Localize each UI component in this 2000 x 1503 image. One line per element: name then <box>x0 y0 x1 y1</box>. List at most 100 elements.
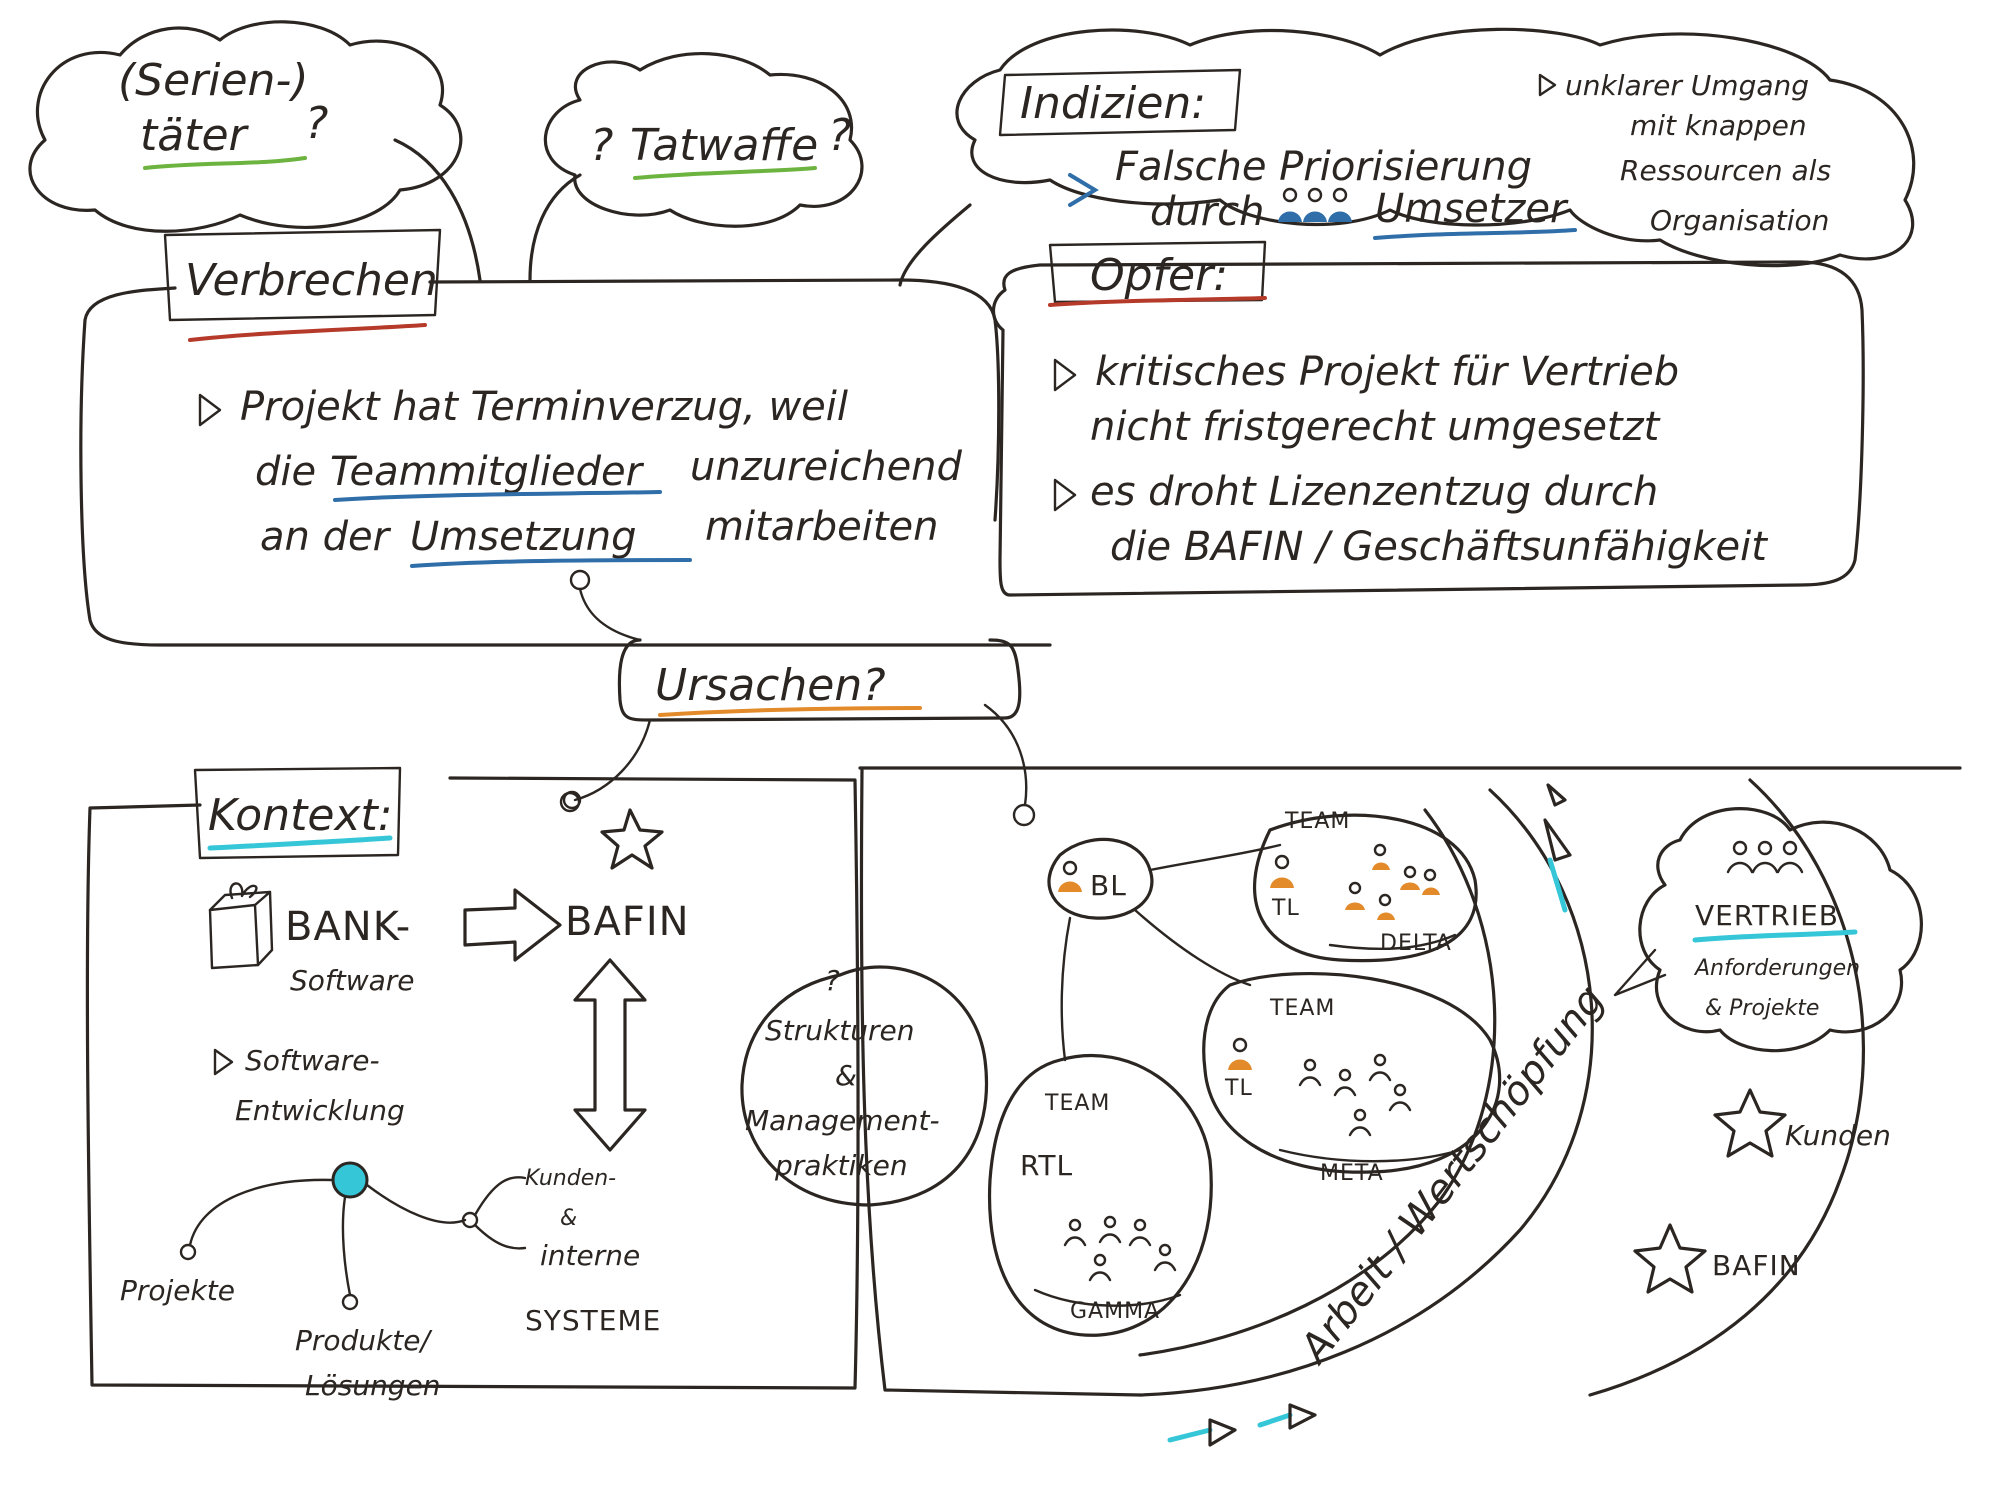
flow-arrow-up-icon <box>1543 818 1572 862</box>
flow-arrow-line <box>1257 1412 1293 1428</box>
cloud-connector <box>393 138 482 282</box>
people-icon <box>1726 840 1804 874</box>
people-group-icon <box>1345 843 1440 920</box>
cloud-outline <box>543 51 864 228</box>
flow-arrow-line <box>1167 1427 1213 1443</box>
verbrechen-box: Verbrechen Projekt hat Terminverzug, wei… <box>79 228 1052 647</box>
verbrechen-line2c: unzureichend <box>690 444 963 490</box>
gift-box-icon <box>208 882 274 970</box>
value-stream-inner <box>1138 808 1497 1357</box>
opfer-frame <box>991 260 1865 597</box>
opfer-bullet2 <box>1053 478 1077 512</box>
right-bullet-triangle <box>1538 73 1557 97</box>
indizien-right3: Ressourcen als <box>1620 154 1831 187</box>
serientaeter-underline <box>143 156 307 170</box>
cloud-connector <box>898 203 972 287</box>
meta-label: META <box>1320 1161 1384 1186</box>
person-icon <box>1228 1037 1252 1070</box>
verbrechen-line3c: mitarbeiten <box>705 504 938 550</box>
org-frame-left <box>859 768 1142 1397</box>
delta-team-label: TEAM <box>1284 809 1350 834</box>
verbrechen-bullet <box>198 393 222 427</box>
indizien-line2a: durch <box>1150 189 1265 235</box>
node-projekte <box>179 1243 197 1261</box>
kontext-frame <box>85 776 860 1390</box>
verbrechen-title: Verbrechen <box>185 255 438 306</box>
team-gamma-bubble <box>987 1054 1213 1337</box>
bl-link-meta <box>1133 908 1252 987</box>
strukturen-line3: Management- <box>745 1104 940 1137</box>
team-meta-bubble <box>1202 972 1502 1174</box>
kontext-title-box <box>193 766 402 860</box>
outer-curve <box>1588 778 1866 1397</box>
umsetzung-underline <box>410 558 692 568</box>
flow-arrow-up2-icon <box>1546 783 1567 807</box>
connector-node <box>569 569 591 591</box>
bl-label: BL <box>1090 869 1127 902</box>
produkte-line2: Lösungen <box>305 1369 441 1402</box>
tatwaffe-question-left: ? <box>590 120 613 171</box>
indizien-right2: mit knappen <box>1630 109 1807 142</box>
indizien-right4: Organisation <box>1650 204 1829 237</box>
bl-link-delta <box>1148 843 1282 872</box>
verbrechen-line2a: die <box>255 449 316 495</box>
dev-bullet <box>213 1048 234 1076</box>
people-group-icon <box>1298 1053 1412 1137</box>
kontext-panel: Kontext: BANK- Software BAFIN Software- … <box>85 766 860 1402</box>
opfer-bullet1 <box>1053 358 1077 392</box>
kontext-bafin-label: BAFIN <box>565 899 690 945</box>
verbrechen-underline <box>188 323 427 342</box>
indizien-line1: Falsche Priorisierung <box>1115 144 1532 190</box>
gamma-team-label: TEAM <box>1044 1091 1110 1116</box>
flow-arrow-right-icon <box>1288 1403 1317 1430</box>
star-icon <box>600 808 664 870</box>
indizien-title-box <box>998 68 1242 137</box>
node-kunden <box>461 1211 479 1229</box>
branch-kunden <box>365 1183 467 1224</box>
opfer-box: Opfer: kritisches Projekt für Vertrieb n… <box>991 240 1865 597</box>
dev-line1: Software- <box>245 1044 380 1077</box>
indizien-bullet-arrow <box>1068 173 1099 207</box>
meta-team-label: TEAM <box>1269 996 1335 1021</box>
connector-line <box>578 587 642 642</box>
arrow-right-icon <box>463 888 562 962</box>
serientaeter-line1: (Serien-) <box>118 55 308 106</box>
indizien-title: Indizien: <box>1020 78 1206 129</box>
tatwaffe-label: Tatwaffe <box>630 120 818 171</box>
cloud-serientaeter: (Serien-) täter ? <box>28 20 482 282</box>
vertrieb-anf1: Anforderungen <box>1693 956 1860 981</box>
branch-projekte <box>188 1178 335 1247</box>
delta-arc <box>1328 933 1457 951</box>
bl-link-gamma <box>1060 916 1072 1062</box>
umsetzer-underline <box>1373 228 1577 240</box>
connector-node <box>562 790 582 810</box>
tatwaffe-underline <box>633 166 817 180</box>
branch-kunden-up <box>473 1176 527 1217</box>
cloud-outline <box>955 27 1916 268</box>
strukturen-q: ? <box>825 964 840 997</box>
tatwaffe-question-right: ? <box>828 110 851 161</box>
cloud-tatwaffe: ? Tatwaffe ? <box>528 51 864 282</box>
verbrechen-frame-left <box>79 286 1052 647</box>
strukturen-line2: & <box>835 1059 857 1092</box>
gamma-rtl-label: RTL <box>1020 1149 1073 1182</box>
vertrieb-label: VERTRIEB <box>1695 899 1839 932</box>
double-arrow-vertical-icon <box>573 958 647 1152</box>
vertrieb-anf2: & Projekte <box>1705 996 1819 1021</box>
team-delta-bubble <box>1253 813 1478 963</box>
flow-arrow-line <box>1547 857 1568 913</box>
connector-node <box>1012 803 1036 827</box>
vertrieb-underline <box>1692 929 1858 943</box>
branch-produkte <box>341 1195 352 1297</box>
opfer-line4: die BAFIN / Geschäftsunfähigkeit <box>1110 524 1768 570</box>
ursachen-connector-left <box>573 718 652 802</box>
kunden-line1: Kunden- <box>525 1166 616 1191</box>
indizien-right1: unklarer Umgang <box>1565 69 1809 102</box>
bl-bubble <box>1047 837 1154 920</box>
strukturen-line4: praktiken <box>774 1149 908 1182</box>
verbrechen-line2b: Teammitglieder <box>330 449 645 495</box>
vertrieb-cloud <box>1638 807 1923 1053</box>
ursachen-underline <box>658 706 922 717</box>
star-icon <box>1633 1223 1707 1294</box>
